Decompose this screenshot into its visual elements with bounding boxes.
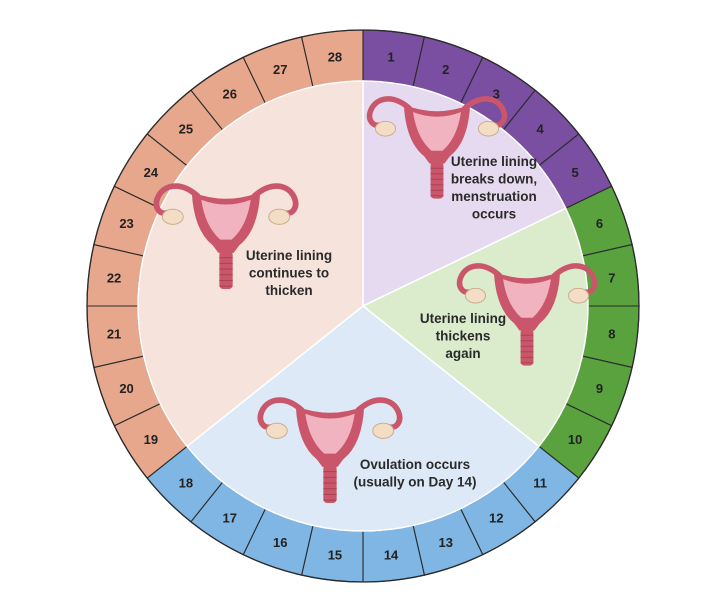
day-number-28: 28 <box>328 50 342 65</box>
uterus-illustrations <box>153 96 598 503</box>
caption-ovulation: Ovulation occurs (usually on Day 14) <box>353 457 476 490</box>
day-number-24: 24 <box>144 165 159 180</box>
caption-line: again <box>445 346 480 361</box>
caption-menstruation: Uterine lining breaks down, menstruation oc… <box>451 154 537 222</box>
caption-line: breaks down, <box>451 172 537 187</box>
day-number-23: 23 <box>119 216 133 231</box>
caption-line: thickens <box>436 329 491 344</box>
day-number-1: 1 <box>387 50 394 65</box>
uterus-icon <box>153 183 299 289</box>
day-number-10: 10 <box>568 432 582 447</box>
uterus-icon <box>257 397 403 503</box>
caption-line: thicken <box>265 283 312 298</box>
day-number-14: 14 <box>384 547 399 562</box>
caption-line: menstruation <box>451 189 537 204</box>
day-number-13: 13 <box>439 535 453 550</box>
day-number-18: 18 <box>179 476 193 491</box>
caption-line: continues to <box>249 266 329 281</box>
day-number-9: 9 <box>596 381 603 396</box>
day-number-2: 2 <box>442 62 449 77</box>
day-number-5: 5 <box>571 165 578 180</box>
uterus-icon <box>366 96 508 199</box>
caption-proliferative: Uterine lining thickens again <box>420 311 506 361</box>
day-number-21: 21 <box>107 327 121 342</box>
day-number-3: 3 <box>493 86 500 101</box>
caption-line: Uterine lining <box>451 154 537 169</box>
day-number-25: 25 <box>179 121 193 136</box>
day-number-19: 19 <box>144 432 158 447</box>
uterus-icon <box>456 263 598 366</box>
day-number-22: 22 <box>107 270 121 285</box>
day-number-26: 26 <box>222 86 236 101</box>
caption-luteal: Uterine lining continues to thicken <box>246 248 332 298</box>
phase-wedge-proliferative <box>361 207 589 448</box>
day-number-8: 8 <box>608 327 615 342</box>
day-number-12: 12 <box>489 511 503 526</box>
caption-line: Ovulation occurs <box>360 457 470 472</box>
ring-outer-edge <box>86 29 640 583</box>
caption-line: Uterine lining <box>420 311 506 326</box>
day-number-17: 17 <box>222 511 236 526</box>
day-number-20: 20 <box>119 381 133 396</box>
day-number-27: 27 <box>273 62 287 77</box>
caption-line: occurs <box>472 207 516 222</box>
day-number-6: 6 <box>596 216 603 231</box>
phase-captions: Uterine lining breaks down, menstruation oc… <box>246 154 537 490</box>
day-number-4: 4 <box>537 121 545 136</box>
day-number-11: 11 <box>533 476 547 491</box>
day-number-7: 7 <box>608 270 615 285</box>
day-number-16: 16 <box>273 535 287 550</box>
caption-line: Uterine lining <box>246 248 332 263</box>
caption-line: (usually on Day 14) <box>353 475 476 490</box>
day-number-15: 15 <box>328 547 342 562</box>
